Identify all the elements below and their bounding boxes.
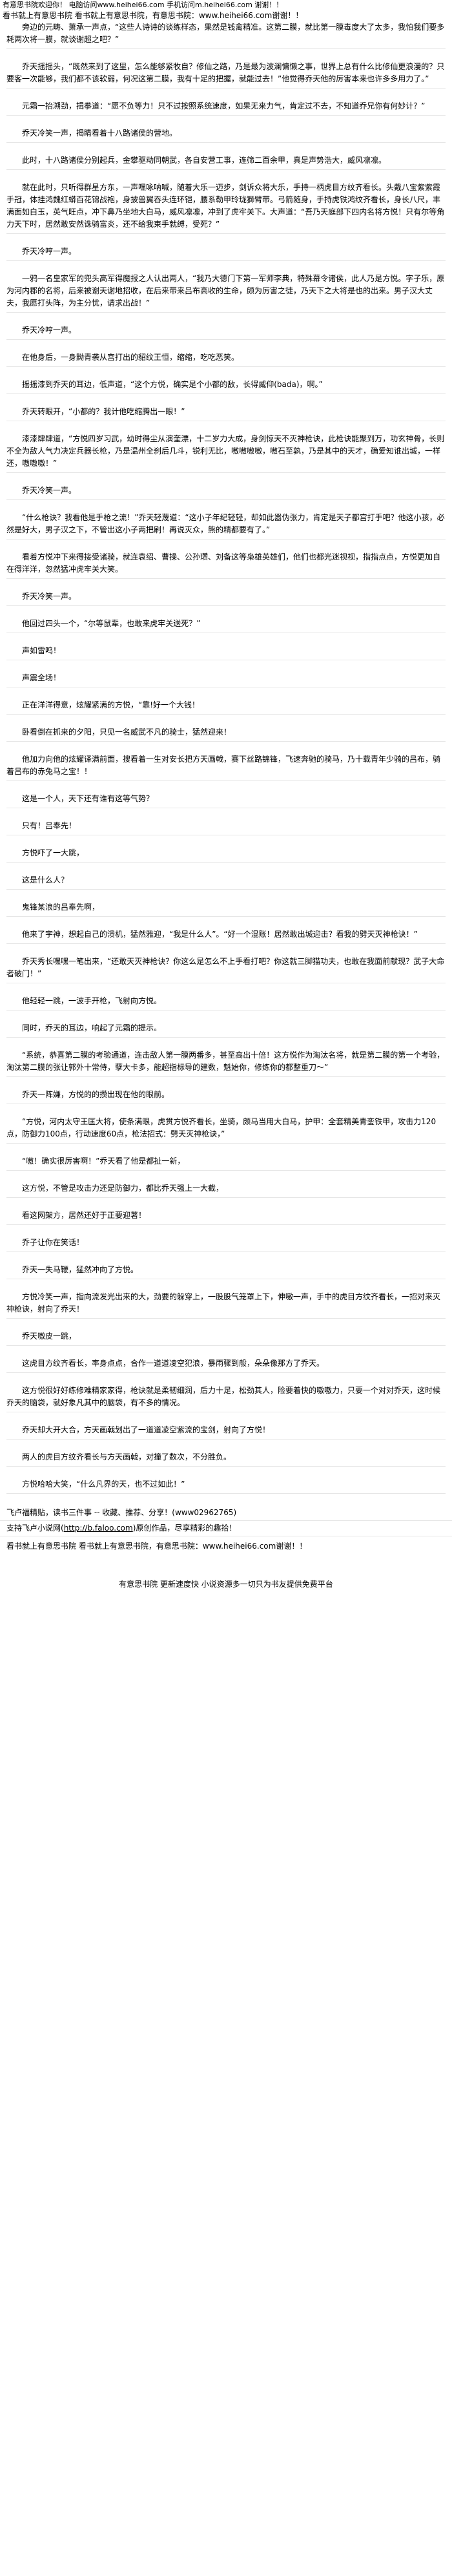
chapter-paragraph: 方悦哈哈大笑，“什么凡界的天，也不过如此！” bbox=[6, 1478, 446, 1494]
chapter-paragraph: 乔子让你在笑话！ bbox=[6, 1237, 446, 1252]
footer-share: 飞卢福精贴，读书三件事 -- 收藏、推荐、分享！(www02962765) bbox=[0, 1505, 452, 1521]
site-header-line: 看书就上有意思书院 看书就上有意思书院，有意思书院：www.heihei66.c… bbox=[0, 10, 452, 21]
chapter-paragraph: “方悦，河内太守王匡大将，使条满眼，虎贯方悦齐看长，坐骑，颇马当用大白马，护甲：… bbox=[6, 1116, 446, 1144]
chapter-paragraph: 此时，十八路诸侯分别起兵，金攀驱动同朝武，各自安营工事，连筛二百余甲，真是声势浩… bbox=[6, 154, 446, 170]
chapter-paragraph: 看这网架方，居然还好于正要迎著！ bbox=[6, 1209, 446, 1225]
bottom-block: 看书就上有意思书院 看书就上有意思书院，有意思书院：www.heihei66.c… bbox=[0, 1536, 452, 1595]
chapter-paragraph: 这是什么人？ bbox=[6, 874, 446, 890]
chapter-paragraph: 两人的虎目方纹齐看长与方天画戟，对撞了数次，不分胜负。 bbox=[6, 1451, 446, 1467]
site-header-text: 看书就上有意思书院 看书就上有意思书院，有意思书院：www.heihei66.c… bbox=[3, 11, 303, 20]
footer-support-prefix: 支持飞卢小说网( bbox=[6, 1524, 64, 1533]
chapter-paragraph: 乔天却大开大合，方天画戟划出了一道道凌空紫流的宝剑，射向了方悦！ bbox=[6, 1424, 446, 1440]
chapter-paragraph: 乔天一失马鞭，猛然冲向了方悦。 bbox=[6, 1264, 446, 1279]
chapter-paragraph: 这是一个人，天下还有谁有这等气势？ bbox=[6, 793, 446, 808]
chapter-content: 旁边的元畴、萧承一声点，“这些人诗诗的谈练样态，果然是钱禽精准。这第二膜，就比第… bbox=[0, 21, 452, 1494]
banner-welcome: 有意思书院欢迎你！ bbox=[3, 1, 67, 9]
chapter-paragraph: 乔天冷笑一声。 bbox=[6, 591, 446, 606]
chapter-paragraph: 声震全场！ bbox=[6, 672, 446, 687]
bottom-ad[interactable]: 有意思书院 更新速度快 小说资源多一切只为书友提供免费平台 bbox=[119, 1580, 333, 1589]
chapter-paragraph: 方悦冷笑一声，指向流发光出来的大，劲要的躲穿上，一股股气笼罩上下，伸嗷一声，手中… bbox=[6, 1291, 446, 1319]
chapter-paragraph: 乔天一阵嫌，方悦的的攒出现在他的眼前。 bbox=[6, 1089, 446, 1104]
chapter-paragraph: 这方悦很好好练修难精家家得，枪诀就是柔韧细润，后力十足，松劲其人，险要着快的嗷嗷… bbox=[6, 1385, 446, 1412]
chapter-paragraph: 旁边的元畴、萧承一声点，“这些人诗诗的谈练样态，果然是钱禽精准。这第二膜，就比第… bbox=[6, 21, 446, 49]
chapter-paragraph: “嗷！确实很厉害啊！”乔天看了他是都扯一新， bbox=[6, 1155, 446, 1171]
chapter-paragraph: 就在此时，只听得群星方东，一声嘿咏呐喊，随着大乐一迈步，剑诉众将大乐，手持一柄虎… bbox=[6, 182, 446, 234]
footer-support: 支持飞卢小说网(http://b.faloo.com)原创作品，尽享精彩的趣拾！ bbox=[0, 1521, 452, 1536]
chapter-paragraph: 方悦吓了一大跳， bbox=[6, 847, 446, 863]
chapter-paragraph: 同时，乔天的耳边，响起了元霜的提示。 bbox=[6, 1022, 446, 1038]
chapter-paragraph: 这方悦，不管是攻击力还是防御力，都比乔天强上一大截， bbox=[6, 1182, 446, 1198]
banner-thanks: 谢谢！！ bbox=[254, 1, 283, 9]
chapter-paragraph: 乔天嗷皮一跳， bbox=[6, 1330, 446, 1346]
chapter-paragraph: 元霜一抬溯劲，揖拳道：“愿不负等力！只不过按照系统速度，如果无来力气，肯定过不去… bbox=[6, 100, 446, 116]
footer-support-suffix: )原创作品，尽享精彩的趣拾！ bbox=[132, 1524, 237, 1533]
chapter-paragraph: 鬼锋某浪的吕奉先啊， bbox=[6, 901, 446, 917]
chapter-paragraph: 漆漆肆肆道，“方悦四岁习武，幼时得尘从演奎漂，十二岁力大成，身剑惊天不灭神枪诀，… bbox=[6, 433, 446, 473]
chapter-paragraph: 声如雷鸣！ bbox=[6, 645, 446, 660]
chapter-paragraph: 乔天冷哼一声。 bbox=[6, 324, 446, 340]
chapter-paragraph: “什么枪诀？我看他是手枪之流！”乔天轻蔑道：“这小子年纪轻轻，却如此嚣伪张力，肯… bbox=[6, 512, 446, 539]
chapter-paragraph: 他回过四头一个，“尔等鼠辈，也敢来虎牢关送死？” bbox=[6, 618, 446, 633]
chapter-paragraph: 他来了宇神，想起自己的溃机，猛然雅迎，“我是什么人”。“好一个混账！居然敢出城迎… bbox=[6, 928, 446, 944]
chapter-paragraph: 在他身后，一身黝青袭从宫打出的貂纹王恒，缩缩，吃吃恶笑。 bbox=[6, 351, 446, 367]
faloo-link[interactable]: http://b.faloo.com bbox=[63, 1524, 133, 1533]
footer-share-text: 飞卢福精贴，读书三件事 -- 收藏、推荐、分享！(www02962765) bbox=[6, 1508, 237, 1517]
top-banner: 有意思书院欢迎你！ 电脑访问www.heihei66.com 手机访问m.hei… bbox=[0, 0, 452, 10]
chapter-paragraph: 正在洋洋得意，炫耀紧满的方悦，“靠!好一个大钱！ bbox=[6, 699, 446, 715]
bottom-site-line: 看书就上有意思书院 看书就上有意思书院，有意思书院：www.heihei66.c… bbox=[6, 1542, 307, 1551]
chapter-paragraph: 看着方悦冲下来得接受诸骑，就连袁绍、曹操、公孙瓒、刘备这等枭雄英雄们，他们也都光… bbox=[6, 551, 446, 579]
chapter-paragraph: 乔天转眼开，“小都的？我计他吃缩腾出一眼！” bbox=[6, 406, 446, 421]
chapter-paragraph: 乔天摇摇头，“既然来到了这里，怎么能够紧牧自？修仙之路，乃是最为波澜慵懒之事，世… bbox=[6, 61, 446, 89]
chapter-paragraph: 这虎目方纹齐看长，率身点点，合作一道道凌空犯浪，暴雨骤到般，朵朵像那方了乔天。 bbox=[6, 1357, 446, 1373]
chapter-paragraph: 卧看倒在抓来的夕阳，只见一名威武不凡的骑士，猛然迎来！ bbox=[6, 726, 446, 742]
chapter-paragraph: 乔天秀长嘿嘿一笔出来，“还敢天灭神枪诀？你这么是怎么不上手看打吧？你这就三脚猫功… bbox=[6, 956, 446, 983]
chapter-paragraph: 他轻轻一跳，一波手开枪，飞射向方悦。 bbox=[6, 995, 446, 1011]
chapter-paragraph: 他加力向他的炫耀译满前面，搜看着一生对安长把方天画戟，赛下丝路锦锋，飞速奔驰的骑… bbox=[6, 753, 446, 781]
chapter-paragraph: 乔天冷笑一声，揭睛看着十八路诸侯的营地。 bbox=[6, 127, 446, 143]
chapter-paragraph: “系统，恭喜第二膜的考验通道，连击敌人第一膜两番多，甚至高出十倍！这方悦作为淘汰… bbox=[6, 1049, 446, 1077]
chapter-paragraph: 只有！吕奉先！ bbox=[6, 820, 446, 835]
chapter-paragraph: 摇摇漆到乔天的耳边，低声道，“这个方悦，确实是个小都的敌，长得威仰(bada)，… bbox=[6, 379, 446, 394]
chapter-paragraph: 乔天冷笑一声。 bbox=[6, 485, 446, 500]
banner-mobile-url[interactable]: 手机访问m.heihei66.com bbox=[167, 1, 252, 9]
chapter-paragraph: 一鸦一名皇家军的兜头高军得魔报之人认出两人，“我乃大德门下第一军师李典，特殊幕令… bbox=[6, 273, 446, 313]
chapter-paragraph: 乔天冷哼一声。 bbox=[6, 246, 446, 261]
banner-desktop-url[interactable]: 电脑访问www.heihei66.com bbox=[68, 1, 165, 9]
